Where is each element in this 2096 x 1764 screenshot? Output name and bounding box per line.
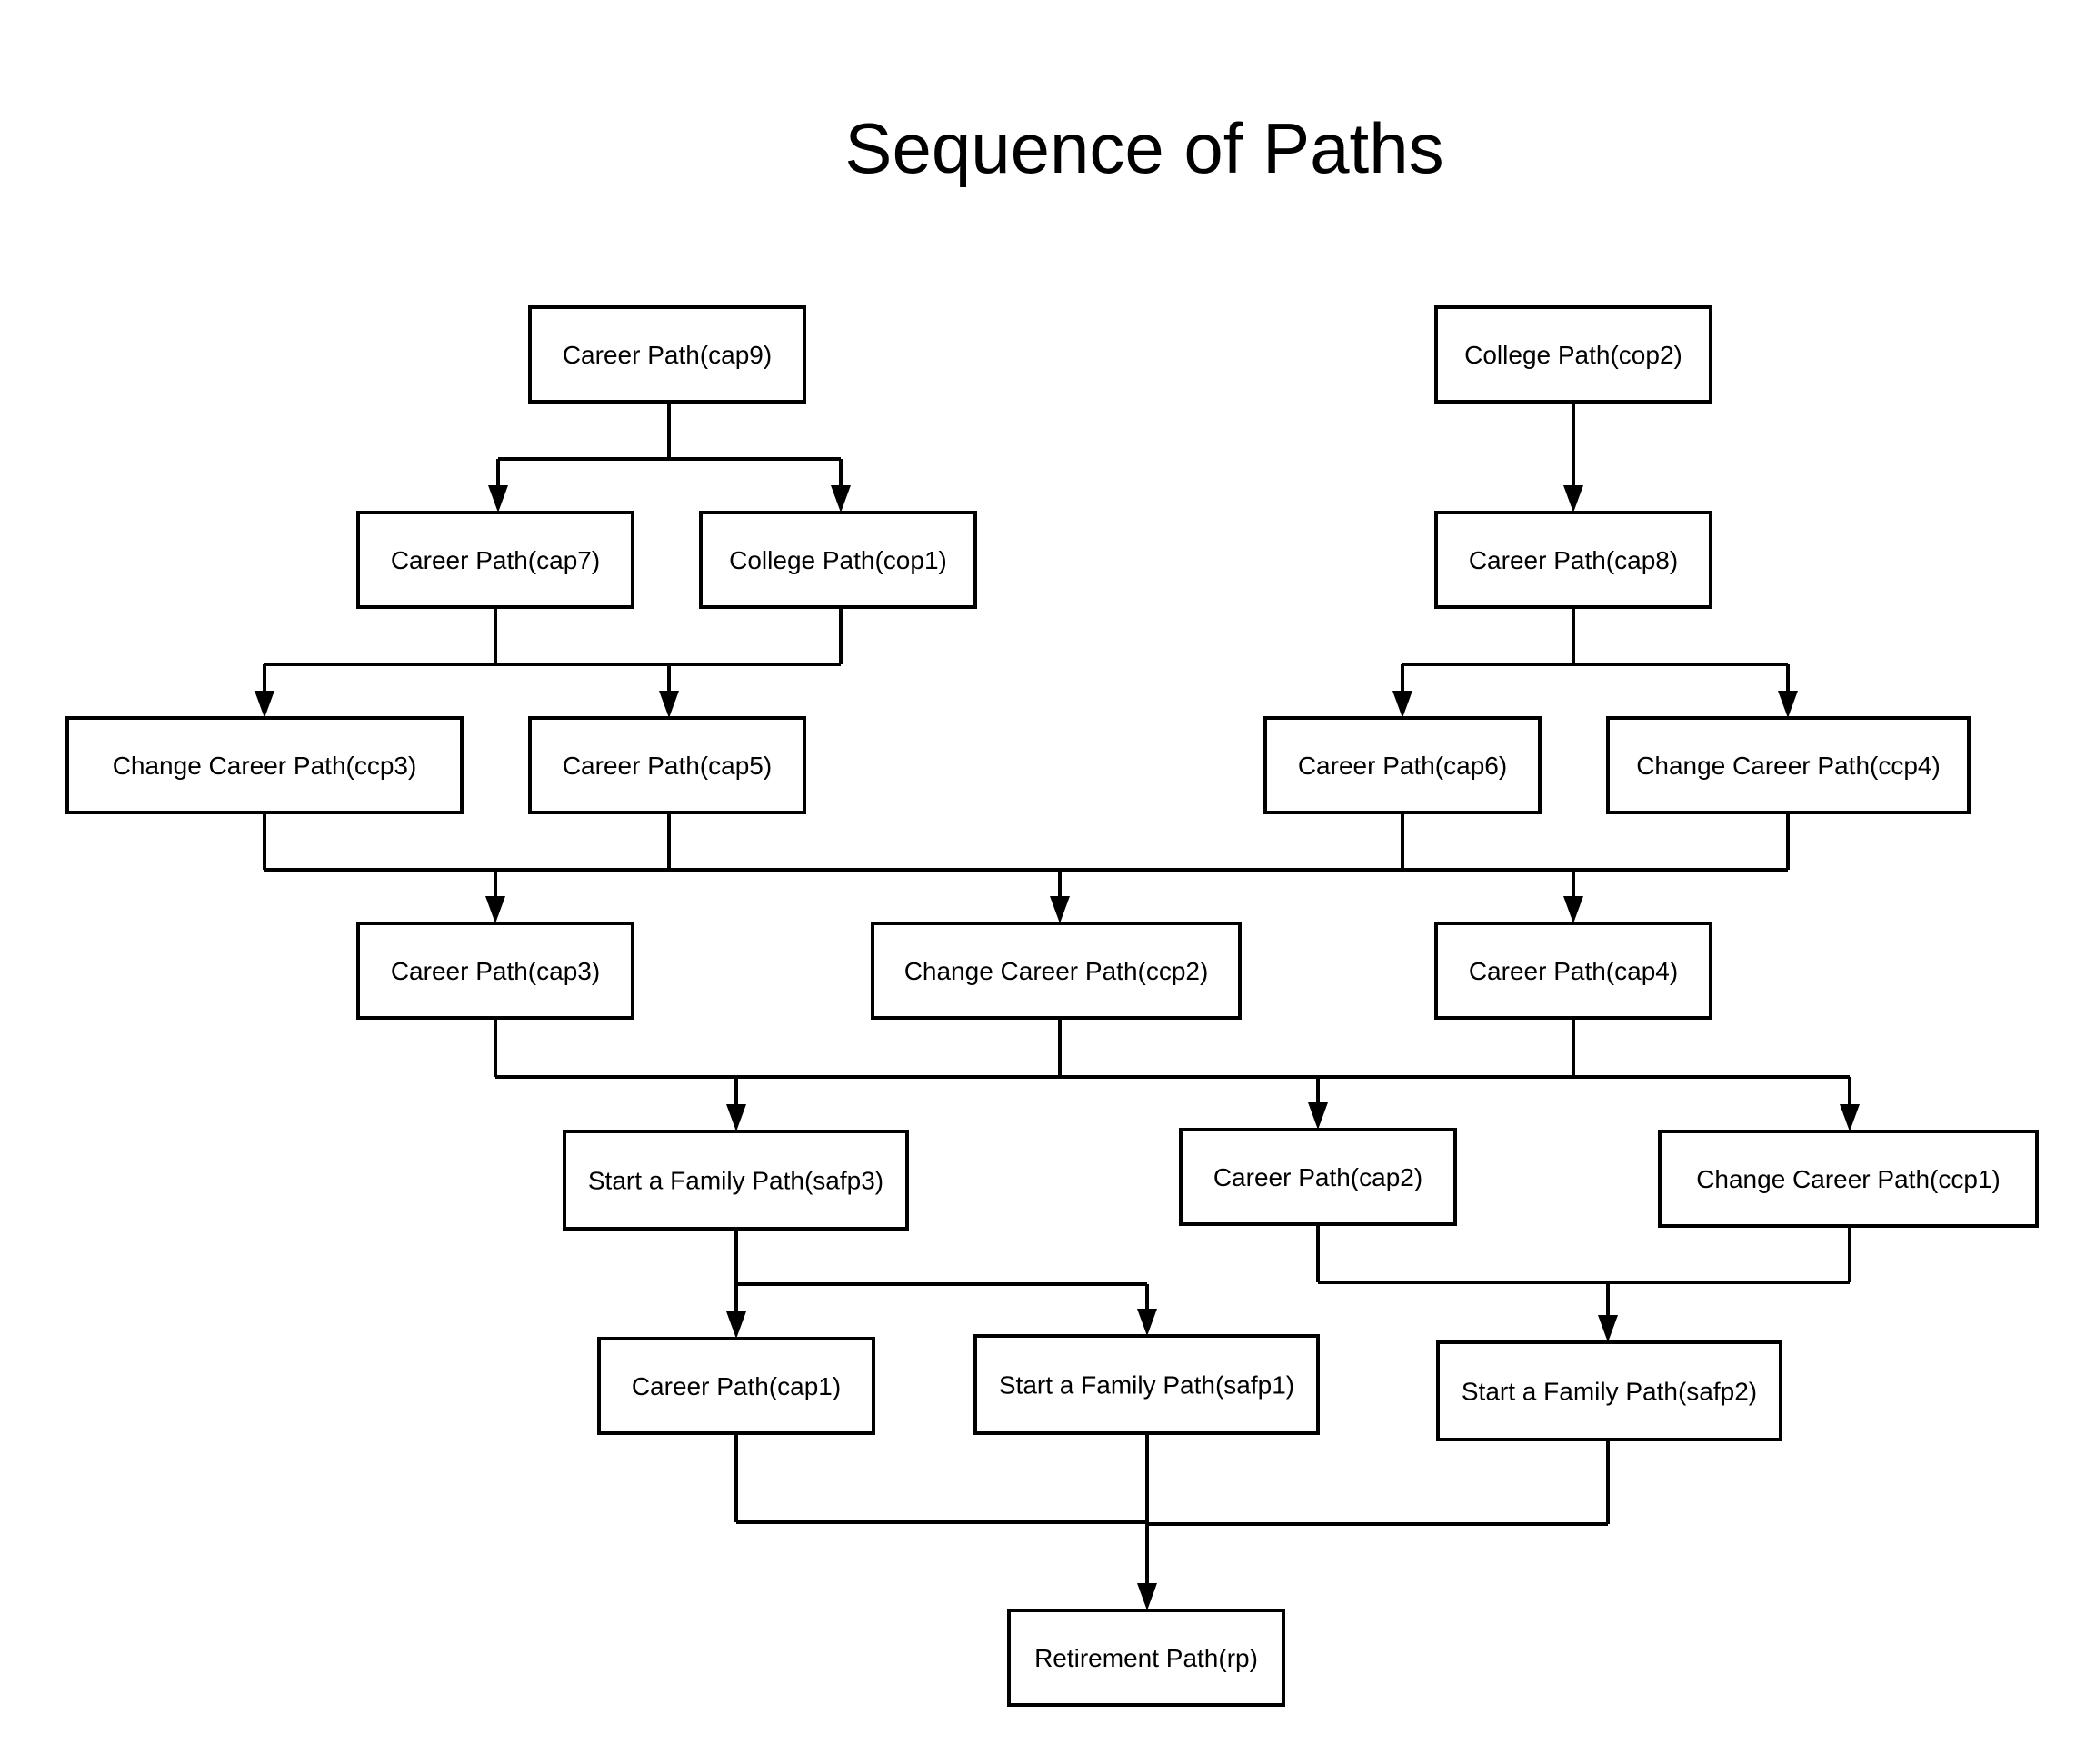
node-ccp3: Change Career Path(ccp3) (65, 716, 464, 814)
nodes: Career Path(cap9) College Path(cop2) Caree… (65, 305, 2039, 1707)
arrowhead (1563, 485, 1583, 513)
node-box (65, 716, 464, 814)
arrowhead (1840, 1104, 1860, 1131)
node-box (1434, 922, 1712, 1020)
node-cap1: Career Path(cap1) (597, 1337, 875, 1435)
node-cap2: Career Path(cap2) (1179, 1128, 1457, 1226)
node-safp2: Start a Family Path(safp2) (1436, 1340, 1782, 1441)
node-box (871, 922, 1242, 1020)
arrowhead (485, 896, 505, 923)
node-box (1658, 1130, 2039, 1228)
node-cap7: Career Path(cap7) (356, 511, 634, 609)
node-label: Start a Family Path(safp3) (588, 1167, 883, 1195)
node-cap5: Career Path(cap5) (528, 716, 806, 814)
node-box (563, 1130, 909, 1231)
node-cap6: Career Path(cap6) (1263, 716, 1542, 814)
node-label: Career Path(cap2) (1213, 1163, 1422, 1191)
node-label: Career Path(cap5) (563, 752, 772, 780)
node-box (973, 1334, 1320, 1435)
arrowhead (1598, 1315, 1618, 1342)
node-label: Start a Family Path(safp2) (1462, 1378, 1757, 1406)
node-box (528, 716, 806, 814)
node-cap3: Career Path(cap3) (356, 922, 634, 1020)
node-rp: Retirement Path(rp) (1007, 1609, 1285, 1707)
arrowhead (1563, 896, 1583, 923)
node-label: College Path(cop2) (1464, 341, 1682, 369)
node-box (356, 922, 634, 1020)
node-box (1606, 716, 1971, 814)
arrowhead (1308, 1102, 1328, 1130)
arrowhead (1778, 691, 1798, 718)
node-box (1434, 511, 1712, 609)
arrowhead (255, 691, 274, 718)
node-safp3: Start a Family Path(safp3) (563, 1130, 909, 1231)
node-box (597, 1337, 875, 1435)
node-label: Start a Family Path(safp1) (999, 1371, 1294, 1400)
connectors (255, 402, 1860, 1610)
node-box (528, 305, 806, 404)
arrowhead (1050, 896, 1070, 923)
node-label: Career Path(cap9) (563, 341, 772, 369)
node-cop2: College Path(cop2) (1434, 305, 1712, 404)
node-cap4: Career Path(cap4) (1434, 922, 1712, 1020)
arrowhead (726, 1104, 746, 1131)
node-label: Career Path(cap1) (632, 1372, 841, 1400)
node-box (699, 511, 977, 609)
node-box (1179, 1128, 1457, 1226)
node-ccp4: Change Career Path(ccp4) (1606, 716, 1971, 814)
node-label: Career Path(cap8) (1469, 546, 1678, 574)
node-label: Change Career Path(ccp4) (1636, 752, 1941, 780)
node-box (1436, 1340, 1782, 1441)
node-label: Career Path(cap6) (1298, 752, 1507, 780)
node-box (356, 511, 634, 609)
node-label: Change Career Path(ccp3) (113, 752, 417, 780)
node-label: Career Path(cap4) (1469, 957, 1678, 985)
node-label: College Path(cop1) (729, 546, 947, 574)
node-safp1: Start a Family Path(safp1) (973, 1334, 1320, 1435)
node-label: Change Career Path(ccp1) (1696, 1165, 2001, 1193)
arrowhead (488, 485, 508, 513)
node-cap8: Career Path(cap8) (1434, 511, 1712, 609)
node-label: Retirement Path(rp) (1034, 1644, 1258, 1672)
node-box (1263, 716, 1542, 814)
node-cop1: College Path(cop1) (699, 511, 977, 609)
diagram-title: Sequence of Paths (844, 108, 1443, 188)
arrowhead (1137, 1583, 1157, 1610)
node-ccp2: Change Career Path(ccp2) (871, 922, 1242, 1020)
node-label: Career Path(cap7) (391, 546, 600, 574)
node-label: Change Career Path(ccp2) (904, 957, 1209, 985)
arrowhead (1392, 691, 1412, 718)
arrowhead (831, 485, 851, 513)
node-cap9: Career Path(cap9) (528, 305, 806, 404)
node-box (1007, 1609, 1285, 1707)
arrowhead (726, 1311, 746, 1339)
node-label: Career Path(cap3) (391, 957, 600, 985)
node-ccp1: Change Career Path(ccp1) (1658, 1130, 2039, 1228)
arrowhead (1137, 1309, 1157, 1336)
arrowhead (659, 691, 679, 718)
node-box (1434, 305, 1712, 404)
